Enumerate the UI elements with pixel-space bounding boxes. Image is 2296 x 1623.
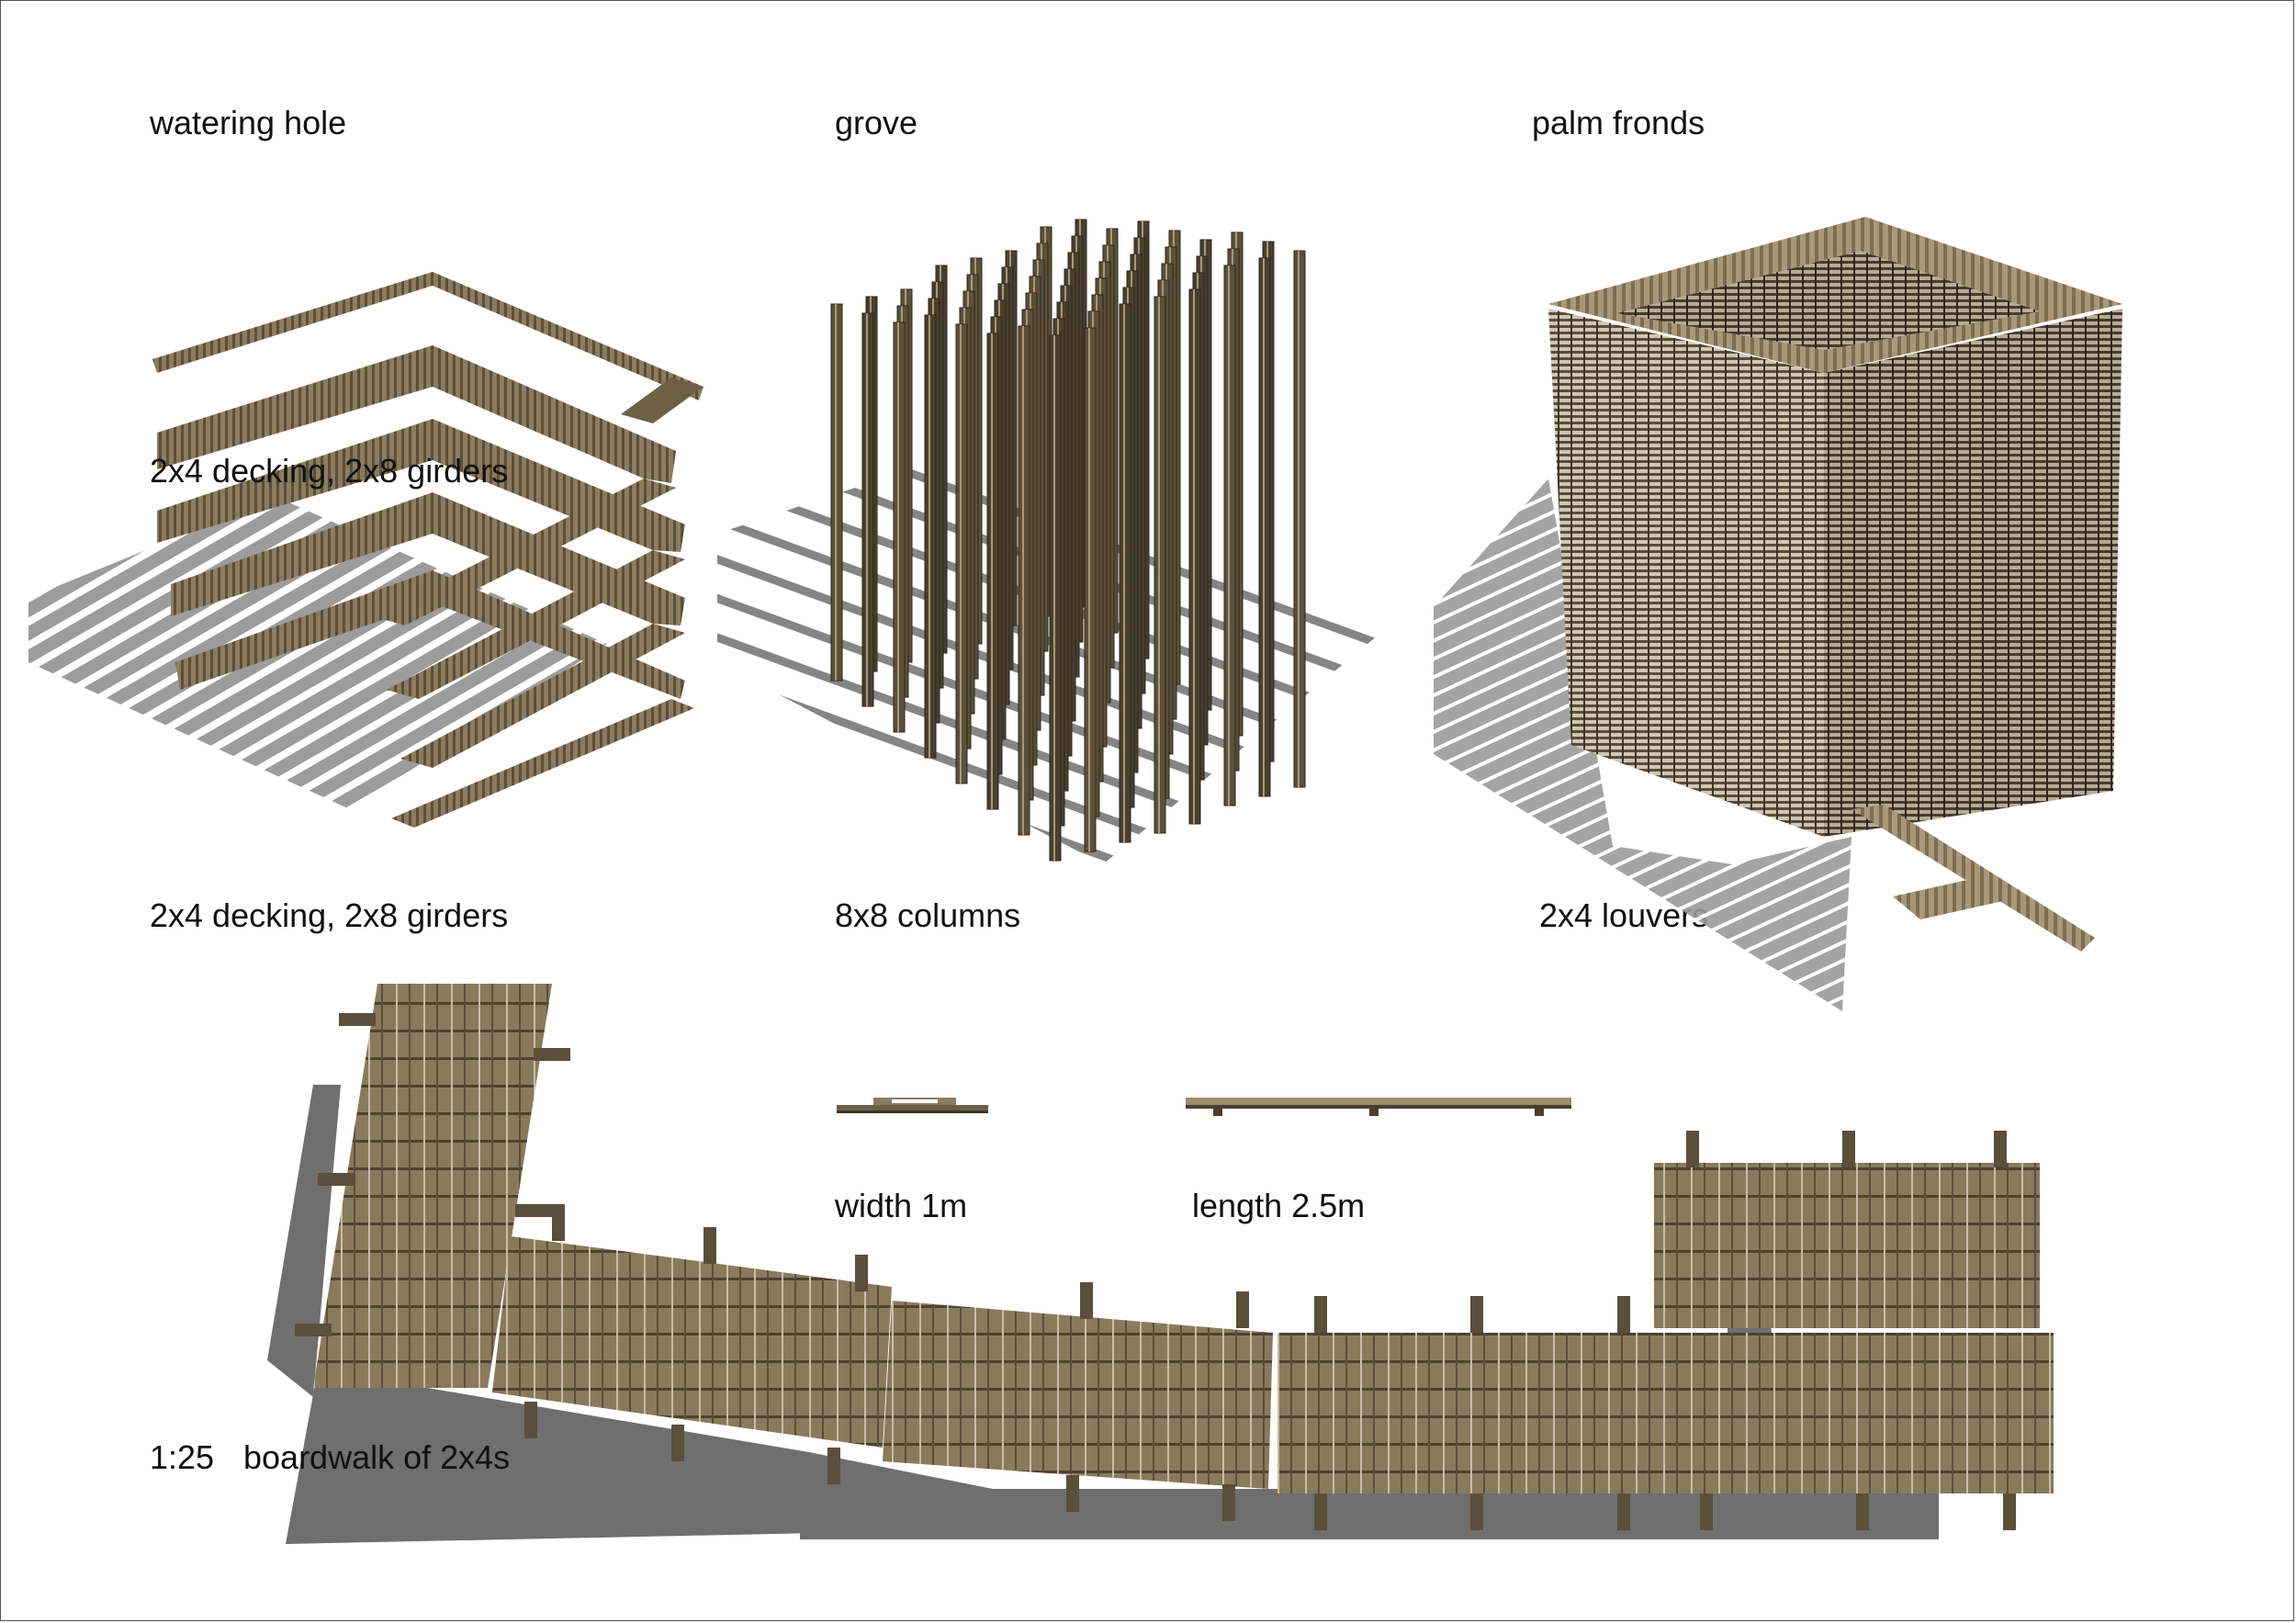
boardwalk-caption: boardwalk of 2x4s — [243, 1438, 511, 1476]
width-section-drawing — [837, 1098, 988, 1113]
palm-fronds-drawing — [1434, 217, 2122, 1011]
grove-column-highlight — [1263, 258, 1265, 796]
boardwalk-segment-4 — [1663, 1333, 2054, 1530]
cube-right-face — [1824, 309, 2122, 837]
scale-label: 1:25 — [150, 1438, 215, 1476]
grove-column-highlight — [1053, 335, 1055, 861]
grove-column-highlight — [866, 313, 868, 706]
boardwalk-plan-drawing — [267, 984, 2054, 1544]
grove-column-highlight — [1298, 251, 1300, 787]
boardwalk-segment-3 — [1277, 1296, 1663, 1530]
boardwalk-vertical-leg — [295, 984, 570, 1388]
width-caption: width 1m — [835, 1187, 968, 1224]
decking-overlay-label: 2x4 decking, 2x8 girders — [150, 452, 509, 490]
length-section-drawing — [1186, 1098, 1571, 1116]
grove-column-highlight — [1158, 297, 1160, 833]
watering-hole-drawing — [28, 272, 703, 828]
boardwalk-upper-segment — [1654, 1131, 2040, 1328]
grove-column-highlight — [1193, 289, 1195, 824]
grove-column-highlight — [1123, 304, 1125, 842]
grove-drawing[interactable] — [717, 203, 1415, 864]
boardwalk-segment-1 — [492, 1204, 892, 1484]
grove-column-highlight — [835, 304, 837, 681]
deck-level-5 — [175, 570, 694, 828]
cube-boardwalk — [1851, 805, 2095, 952]
columns-caption: 8x8 columns — [835, 896, 1021, 934]
grove-column-highlight — [991, 333, 993, 809]
grove-title: grove — [835, 104, 918, 141]
grove-shadow — [717, 460, 1379, 864]
grove-column-highlight — [897, 322, 899, 732]
cube-opening — [1617, 251, 2040, 350]
length-caption: length 2.5m — [1192, 1187, 1366, 1224]
watering-hole-title: watering hole — [150, 104, 347, 141]
grove-column-highlight — [1088, 328, 1090, 851]
grove-column-highlight — [929, 315, 930, 758]
cube-left-face — [1548, 309, 1824, 837]
cube-shadow — [1434, 479, 1851, 1011]
boardwalk-segment-2 — [883, 1282, 1273, 1521]
grove-column-highlight — [1022, 326, 1024, 835]
decking-caption: 2x4 decking, 2x8 girders — [150, 896, 509, 934]
grove-columns — [830, 219, 1306, 862]
palm-fronds-title: palm fronds — [1532, 104, 1705, 141]
grove-column-highlight — [960, 324, 962, 783]
grove-column-highlight — [1228, 265, 1230, 806]
deck-level-1 — [152, 272, 703, 423]
